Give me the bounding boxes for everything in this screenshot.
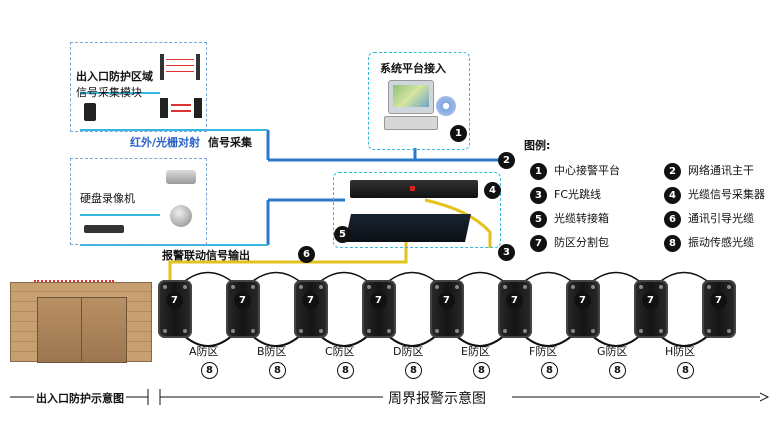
dvr-device-icon: [84, 225, 124, 233]
sensing-cable-top: [179, 271, 713, 286]
platform-access-label: 系统平台接入: [380, 62, 446, 75]
perimeter-caption-arrow: [759, 392, 770, 402]
zone-label: C防区: [325, 345, 355, 358]
legend-label: 防区分割包: [554, 236, 609, 249]
gate-beam-icon: [34, 280, 114, 283]
signal-collect-label: 信号采集: [208, 136, 252, 149]
legend-marker: 1: [530, 162, 547, 180]
zone-label: F防区: [529, 345, 558, 358]
legend-label: 光缆信号采集器: [688, 188, 765, 201]
sensing-cable-marker: 8: [405, 362, 422, 379]
zone-splitter-icon: 7: [362, 280, 396, 338]
legend-marker: 7: [530, 234, 547, 252]
legend-marker: 2: [664, 162, 681, 180]
zone-label: A防区: [189, 345, 219, 358]
legend-label: 网络通讯主干: [688, 164, 754, 177]
marker-2: 2: [498, 152, 515, 169]
zone-splitter-icon: 7: [498, 280, 532, 338]
marker-4: 4: [484, 182, 501, 199]
legend-item: 1 中心接警平台: [530, 162, 620, 180]
perimeter-caption: 周界报警示意图: [388, 391, 486, 407]
zone-splitter-icon: 7: [702, 280, 736, 338]
signal-module-label: 信号采集模块: [76, 86, 142, 99]
dome-camera-icon: [170, 205, 192, 227]
transfer-box-icon: [345, 214, 471, 242]
marker-5: 5: [334, 226, 351, 243]
devices-box: [333, 172, 501, 248]
dvr-label: 硬盘录像机: [80, 192, 135, 205]
legend-item: 7 防区分割包: [530, 234, 609, 252]
splitter-marker: 7: [370, 292, 387, 309]
fiber-guide-cable: [168, 236, 408, 282]
zone-splitter-icon: 7: [226, 280, 260, 338]
sensing-cable-marker: 8: [337, 362, 354, 379]
alarm-output-label: 报警联动信号输出: [162, 249, 250, 262]
splitter-marker: 7: [166, 292, 183, 309]
splitter-marker: 7: [302, 292, 319, 309]
sensing-cable-marker: 8: [201, 362, 218, 379]
sensing-cable-marker: 8: [473, 362, 490, 379]
legend-marker: 6: [664, 210, 681, 228]
legend-marker: 3: [530, 186, 547, 204]
legend-label: FC光跳线: [554, 188, 602, 201]
zone-label: H防区: [665, 345, 696, 358]
zone-splitter-icon: 7: [430, 280, 464, 338]
computer-monitor-icon: [388, 80, 434, 114]
zone-label: G防区: [597, 345, 628, 358]
entrance-zone-label: 出入口防护区域: [76, 70, 153, 83]
legend-item: 6 通讯引导光缆: [664, 210, 754, 228]
zone-splitter-icon: 7: [294, 280, 328, 338]
gate-wall-icon: [10, 282, 152, 363]
zone-label: E防区: [461, 345, 490, 358]
collector-device-icon: [350, 180, 478, 198]
entrance-sensor-box: [70, 42, 207, 132]
sensing-cable-marker: 8: [269, 362, 286, 379]
splitter-marker: 7: [506, 292, 523, 309]
entrance-caption: 出入口防护示意图: [34, 390, 126, 406]
grating-beam-icon: [160, 98, 202, 118]
zone-splitter-icon: 7: [158, 280, 192, 338]
zone-splitter-icon: 7: [566, 280, 600, 338]
legend-label: 光缆转接箱: [554, 212, 609, 225]
legend-title: 图例:: [524, 139, 551, 152]
platform-box: [368, 52, 470, 150]
legend-label: 振动传感光缆: [688, 236, 754, 249]
disc-icon: [436, 96, 456, 116]
legend-label: 中心接警平台: [554, 164, 620, 177]
legend-item: 5 光缆转接箱: [530, 210, 609, 228]
sensing-cable: [179, 331, 713, 347]
splitter-marker: 7: [438, 292, 455, 309]
infrared-grating-label: 红外/光栅对射: [130, 136, 201, 149]
legend-label: 通讯引导光缆: [688, 212, 754, 225]
infrared-beam-icon: [160, 54, 200, 80]
legend-item: 3 FC光跳线: [530, 186, 601, 204]
marker-1: 1: [450, 125, 467, 142]
legend-marker: 8: [664, 234, 681, 252]
zone-label: D防区: [393, 345, 424, 358]
sensing-cable-marker: 8: [541, 362, 558, 379]
zone-label: B防区: [257, 345, 287, 358]
legend-marker: 4: [664, 186, 681, 204]
legend-marker: 5: [530, 210, 547, 228]
splitter-marker: 7: [710, 292, 727, 309]
bullet-camera-icon: [166, 170, 196, 184]
signal-module-device-icon: [84, 103, 96, 121]
sensing-cable-marker: 8: [677, 362, 694, 379]
marker-3: 3: [498, 244, 515, 261]
splitter-marker: 7: [642, 292, 659, 309]
marker-6: 6: [298, 246, 315, 263]
splitter-marker: 7: [574, 292, 591, 309]
legend-item: 8 振动传感光缆: [664, 234, 754, 252]
sensing-cable-marker: 8: [609, 362, 626, 379]
legend-item: 2 网络通讯主干: [664, 162, 754, 180]
computer-base-icon: [384, 116, 438, 130]
splitter-marker: 7: [234, 292, 251, 309]
legend-item: 4 光缆信号采集器: [664, 186, 765, 204]
dvr-box: [70, 158, 207, 245]
zone-splitter-icon: 7: [634, 280, 668, 338]
